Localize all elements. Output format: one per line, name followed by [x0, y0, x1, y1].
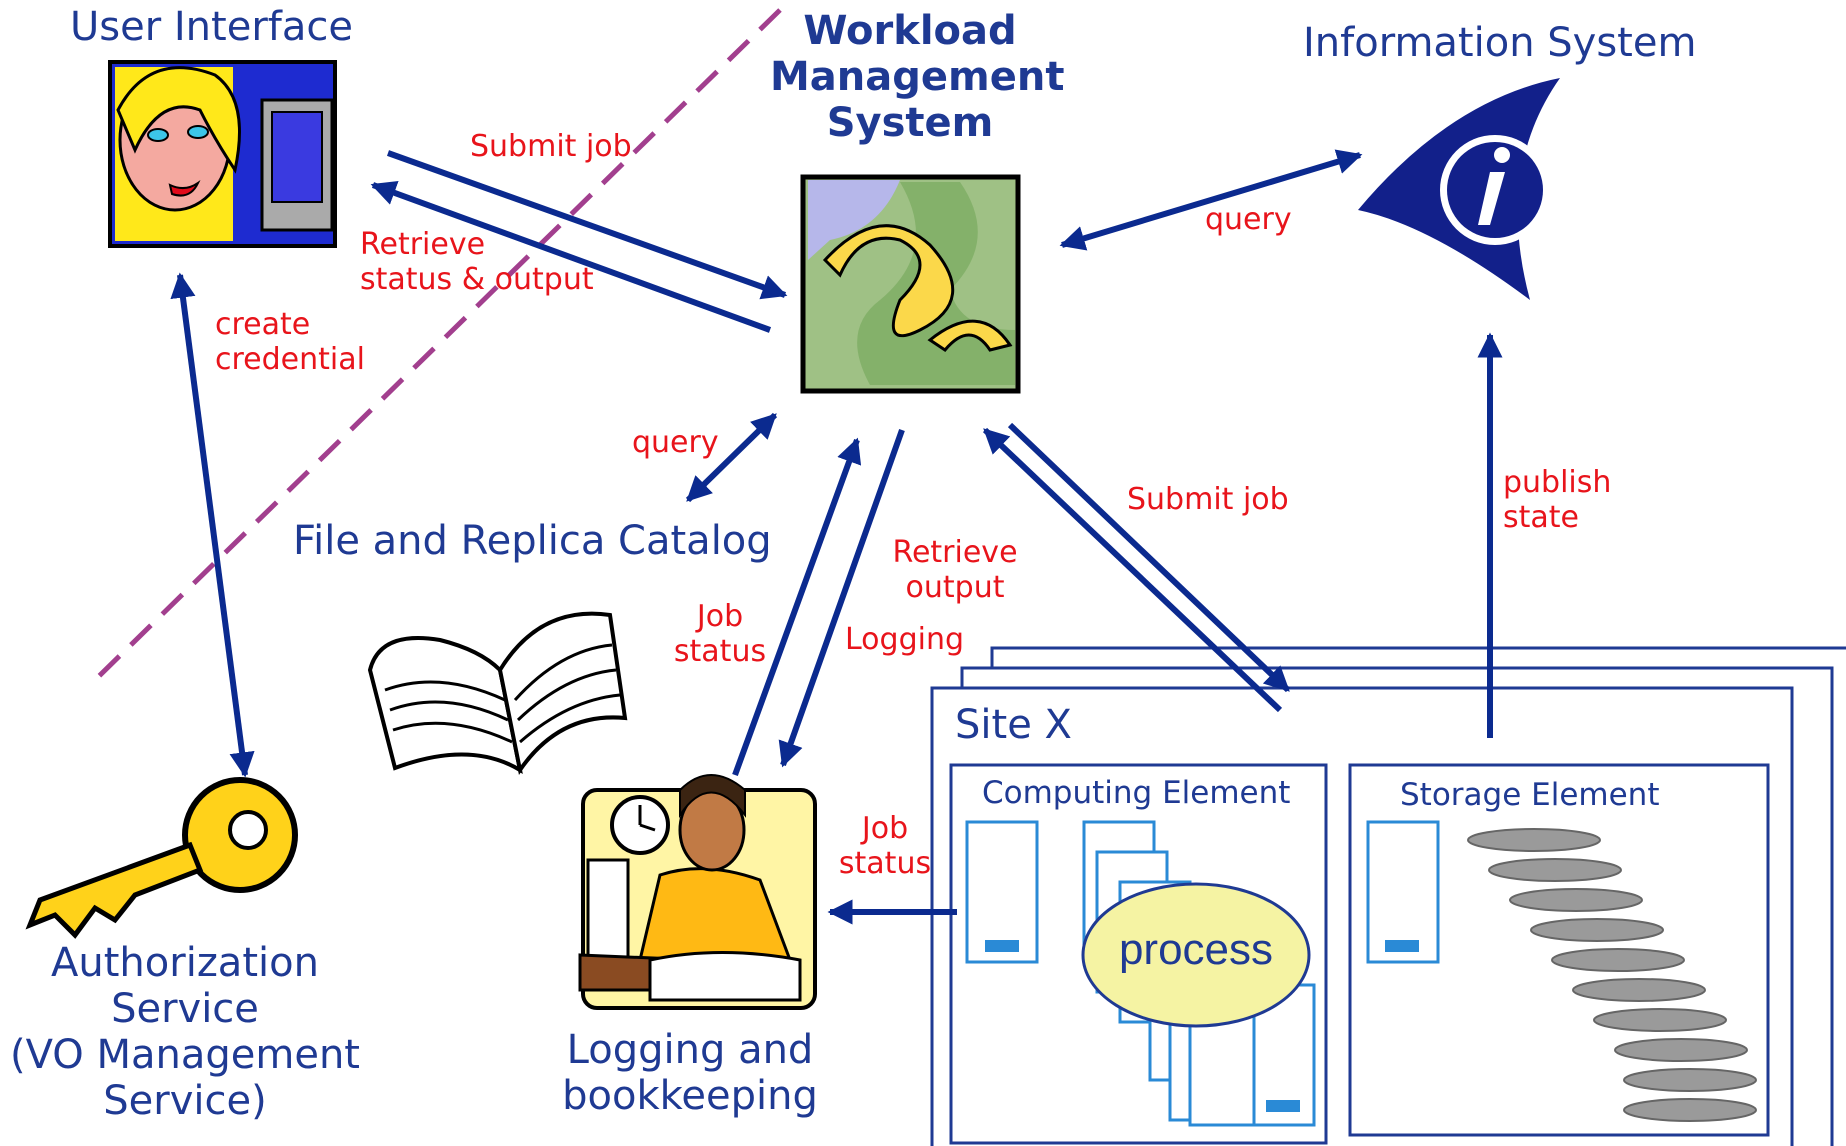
label-create-credential-line-2: credential: [215, 341, 365, 377]
bookkeeper-clipart: [578, 774, 817, 1010]
info-eye-icon: [1358, 78, 1560, 300]
label-job-status-lb: Job status: [665, 599, 775, 669]
logging-title: Logging and bookkeeping: [540, 1027, 840, 1119]
key-icon: [25, 777, 298, 939]
label-job-status-ce-line-1: Job: [861, 811, 909, 846]
wms-title-line-1: Workload: [803, 8, 1017, 54]
label-publish-state: publish state: [1503, 465, 1612, 535]
auth-title-line-3: (VO Management: [10, 1032, 360, 1078]
book-icon: [367, 611, 628, 776]
label-job-status-ce-line-2: status: [838, 845, 932, 881]
label-retrieve-status: Retrieve status & output: [360, 227, 594, 297]
label-query-is: query: [1205, 202, 1292, 237]
label-retrieve-output-line-2: output: [905, 569, 1005, 605]
auth-title: Authorization Service (VO Management Ser…: [0, 940, 370, 1124]
workload-management-clipart: [800, 174, 1021, 394]
label-retrieve-output-line-1: Retrieve: [892, 535, 1018, 570]
logging-title-line-2: bookkeeping: [562, 1073, 818, 1119]
process-label: process: [1118, 925, 1274, 974]
label-query-catalog: query: [632, 425, 719, 460]
label-logging: Logging: [845, 622, 965, 657]
label-job-status-lb-line-2: status: [673, 633, 767, 669]
logging-title-line-1: Logging and: [566, 1027, 814, 1073]
process-bubble: [1081, 882, 1311, 1028]
arrow-logging-down: [778, 428, 905, 768]
label-job-status-lb-line-1: Job: [696, 599, 744, 634]
arrow-job-status-up: [732, 437, 862, 777]
label-create-credential: create credential: [215, 307, 365, 377]
arrow-retrieve-status: [370, 180, 772, 333]
label-retrieve-status-line-1: Retrieve: [360, 227, 486, 262]
label-retrieve-output: Retrieve output: [880, 535, 1030, 605]
computing-element-title: Computing Element: [982, 775, 1291, 811]
label-submit-job-site: Submit job: [1127, 482, 1289, 517]
label-publish-state-line-1: publish: [1503, 465, 1612, 500]
arrow-submit-job-site: [1007, 422, 1291, 693]
information-system-title: Information System: [1303, 20, 1697, 66]
auth-title-line-1: Authorization: [51, 940, 319, 986]
arrow-retrieve-output: [982, 427, 1283, 713]
auth-title-line-2: Service: [111, 986, 259, 1032]
label-publish-state-line-2: state: [1503, 499, 1579, 535]
disk-stack-icon: [1467, 828, 1757, 1122]
site-title: Site X: [955, 702, 1072, 748]
arrow-submit-job: [386, 150, 788, 300]
wms-title-line-3: System: [826, 100, 994, 146]
arrow-query-catalog: [685, 412, 778, 503]
label-retrieve-status-line-2: status & output: [360, 261, 594, 297]
user-interface-title: User Interface: [70, 4, 353, 50]
connection-arrows: [170, 149, 1503, 925]
wms-title-line-2: Management: [770, 54, 1065, 100]
label-submit-job: Submit job: [470, 129, 632, 164]
label-create-credential-line-1: create: [215, 307, 311, 342]
label-job-status-ce: Job status: [830, 811, 940, 881]
arrow-query-is: [1059, 149, 1363, 251]
storage-element-title: Storage Element: [1400, 777, 1660, 813]
auth-title-line-4: Service): [103, 1078, 267, 1124]
wms-title: Workload Management System: [770, 8, 1065, 146]
arrow-create-credential: [170, 272, 255, 778]
catalog-title: File and Replica Catalog: [293, 518, 772, 564]
user-clipart: [108, 60, 337, 248]
